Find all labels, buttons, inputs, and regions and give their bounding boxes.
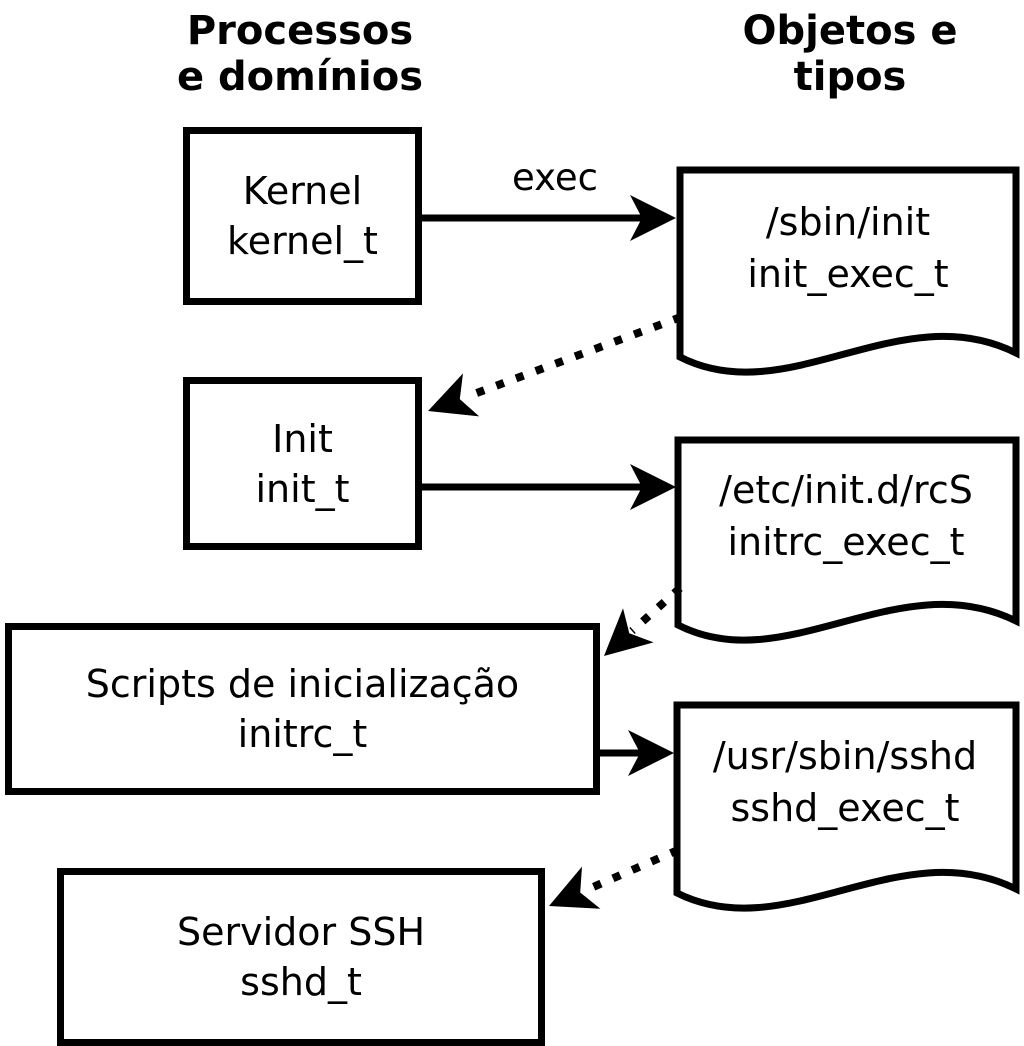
transition-arrow-rcs-to-scripts <box>604 585 683 656</box>
exec-arrow-label: exec <box>512 156 598 199</box>
exec-arrow-init-to-rcs <box>422 464 676 510</box>
transition-arrow-sbin-init-to-init <box>428 313 683 417</box>
process-box-ssh-server-label: Servidor SSH <box>176 910 426 954</box>
object-doc-sbin-init: /sbin/init init_exec_t <box>680 196 1016 300</box>
process-box-init-scripts: Scripts de inicialização initrc_t <box>5 623 600 795</box>
column-header-processes-line1: Processos <box>186 8 414 54</box>
object-doc-usr-sbin-sshd-type: sshd_exec_t <box>730 786 960 830</box>
process-box-kernel-label: Kernel <box>242 169 363 213</box>
document-shapes <box>673 166 1020 912</box>
column-header-processes-line2: e domínios <box>176 54 424 100</box>
process-box-kernel-type: kernel_t <box>227 219 378 263</box>
process-box-ssh-server-type: sshd_t <box>240 960 362 1004</box>
object-doc-etc-initd-rcs-path: /etc/init.d/rcS <box>719 468 973 512</box>
object-doc-sbin-init-type: init_exec_t <box>747 252 949 296</box>
object-doc-usr-sbin-sshd: /usr/sbin/sshd sshd_exec_t <box>677 730 1013 834</box>
object-doc-usr-sbin-sshd-path: /usr/sbin/sshd <box>712 734 978 778</box>
process-box-init-scripts-label: Scripts de inicialização <box>85 662 520 706</box>
document-shape-usr-sbin-sshd <box>673 701 1020 912</box>
process-box-init: Init init_t <box>183 377 422 550</box>
exec-arrow-scripts-to-sshd <box>600 730 674 776</box>
column-header-processes: Processos e domínios <box>120 8 480 100</box>
transition-arrow-sshd-to-server <box>549 846 680 909</box>
process-box-ssh-server: Servidor SSH sshd_t <box>57 868 545 1046</box>
process-box-kernel: Kernel kernel_t <box>183 127 422 305</box>
process-box-init-type: init_t <box>255 466 350 511</box>
object-doc-etc-initd-rcs: /etc/init.d/rcS initrc_exec_t <box>678 464 1014 568</box>
document-shape-sbin-init <box>676 166 1020 376</box>
document-shape-etc-initd-rcs <box>674 436 1020 644</box>
object-doc-etc-initd-rcs-type: initrc_exec_t <box>727 520 965 564</box>
column-header-objects-line2: tipos <box>793 54 907 100</box>
column-header-objects-line1: Objetos e <box>742 8 958 54</box>
column-header-objects: Objetos e tipos <box>700 8 1000 100</box>
object-doc-sbin-init-path: /sbin/init <box>765 200 931 244</box>
exec-arrow-kernel-to-sbin-init <box>422 195 676 241</box>
process-box-init-label: Init <box>272 416 333 461</box>
process-box-init-scripts-type: initrc_t <box>237 712 368 756</box>
